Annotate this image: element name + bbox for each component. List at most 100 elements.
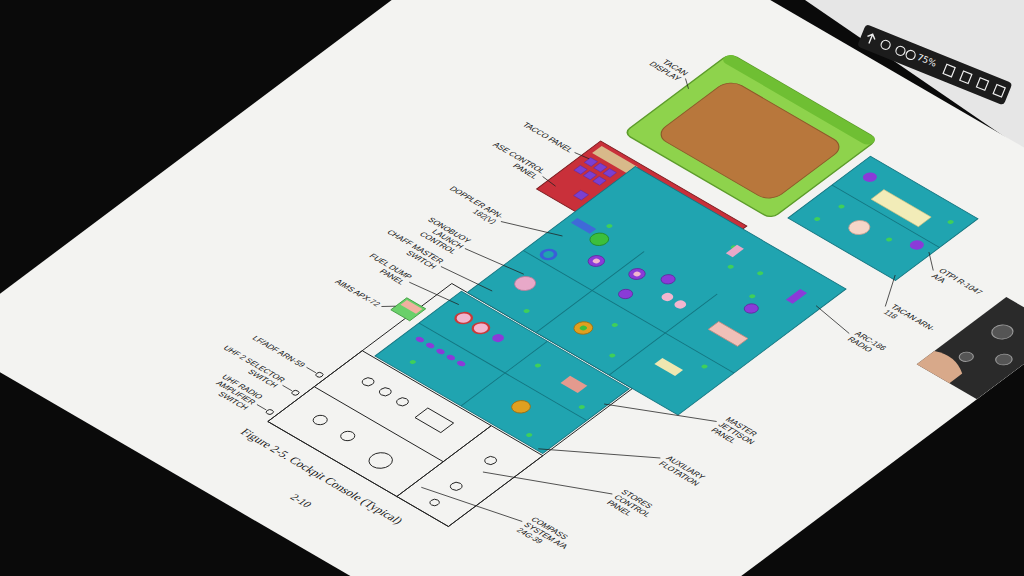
- switch: [414, 336, 426, 344]
- callout-label: AUXILIARY FLOTATION: [657, 455, 726, 498]
- divider: [832, 185, 940, 248]
- divider: [461, 341, 547, 406]
- cap: [632, 271, 642, 278]
- printed-knob: [448, 481, 465, 492]
- callout-label: MASTER JETTISON PANEL: [709, 415, 786, 463]
- toggle: [786, 289, 807, 304]
- ring-knob: [539, 248, 559, 261]
- knob: [616, 287, 636, 300]
- indicator-lights: [813, 174, 955, 267]
- page-icon: [960, 71, 972, 84]
- light: [837, 204, 845, 210]
- leader-line: [541, 177, 557, 187]
- switch: [445, 354, 457, 362]
- divider: [419, 323, 587, 421]
- zoom-level: 75%: [915, 51, 938, 71]
- callout-label: DOPPLER APN-182(V): [431, 180, 506, 226]
- knob: [658, 273, 678, 286]
- knob-center: [578, 325, 588, 332]
- leader-line: [810, 306, 856, 334]
- leader-line: [421, 474, 522, 536]
- light: [727, 264, 735, 270]
- light: [611, 322, 619, 328]
- panel-divider: [314, 387, 443, 462]
- zoom-in-icon: [905, 49, 917, 61]
- printed-display: [415, 408, 454, 433]
- printed-knob: [482, 455, 499, 466]
- leader-line: [283, 385, 292, 391]
- page-number: 2-10: [287, 492, 315, 510]
- leader-line: [604, 377, 717, 449]
- printed-knob: [360, 376, 377, 387]
- switch-block: [708, 322, 748, 347]
- key: [584, 158, 597, 167]
- dial: [844, 218, 874, 238]
- dial: [510, 274, 540, 294]
- printed-knob: [310, 413, 330, 426]
- cap: [659, 292, 676, 303]
- light: [756, 270, 764, 276]
- radio-panel-model: [788, 156, 978, 280]
- knob-caps: [591, 252, 691, 312]
- switch-block: [561, 376, 588, 393]
- leader-line: [441, 264, 492, 295]
- figure-caption: Figure 2-5. Cockpit Console (Typical): [237, 426, 406, 526]
- knob: [570, 319, 597, 337]
- key: [594, 163, 607, 172]
- light: [525, 432, 533, 438]
- knob: [490, 333, 507, 344]
- indicator-bar: [571, 218, 596, 234]
- key: [603, 169, 616, 178]
- callout-label: OTPI R-1047 A/A: [930, 267, 996, 308]
- switch-block: [654, 358, 683, 376]
- light: [605, 223, 613, 229]
- leader-line: [257, 405, 266, 411]
- key: [583, 171, 596, 180]
- light: [700, 364, 708, 370]
- leader-line: [381, 302, 395, 311]
- save-icon: [993, 84, 1005, 97]
- callout-label: AIMS APX-72: [333, 278, 382, 308]
- leader-line: [465, 244, 524, 279]
- callout-label: TACAN DISPLAY: [631, 46, 690, 83]
- purple-knobs: [574, 230, 762, 348]
- photo-hand: [917, 349, 970, 383]
- key: [593, 176, 606, 185]
- fit-icon: [943, 64, 955, 77]
- otpi-photo: [917, 297, 1024, 399]
- leader-line: [538, 414, 660, 493]
- divider: [609, 294, 717, 375]
- light: [748, 294, 756, 300]
- callout-label: TACCO PANEL: [521, 121, 576, 154]
- printed-knob: [394, 396, 411, 407]
- photo-knob: [992, 352, 1015, 367]
- toggle: [726, 245, 744, 257]
- light: [608, 353, 616, 359]
- light: [522, 308, 530, 314]
- lower-console-model: [375, 291, 629, 453]
- knob: [452, 310, 475, 325]
- light: [946, 219, 954, 225]
- key: [574, 165, 587, 174]
- hand-icon: [880, 39, 892, 51]
- cap: [672, 299, 689, 310]
- switch: [455, 360, 467, 368]
- light: [885, 237, 893, 243]
- knob: [907, 238, 927, 251]
- callout-label: COMPASS SYSTEM A/A 24G-39: [515, 515, 588, 561]
- aims-top: [401, 300, 423, 314]
- zoom-out-icon: [895, 45, 907, 57]
- callout-label: ASE CONTROL PANEL: [481, 140, 547, 181]
- leader-line: [679, 79, 695, 89]
- indicator-lights: [405, 320, 598, 443]
- light: [409, 359, 417, 365]
- photo-knob: [956, 350, 976, 363]
- knob: [586, 231, 613, 249]
- leader-line: [483, 442, 612, 524]
- leader-line: [307, 367, 316, 373]
- zoom-slot: 75%: [915, 51, 938, 71]
- printed-knob: [428, 498, 441, 507]
- display-screen: [654, 79, 845, 203]
- leader-line: [501, 210, 563, 249]
- callout-label: TACAN ARN-118: [882, 303, 945, 342]
